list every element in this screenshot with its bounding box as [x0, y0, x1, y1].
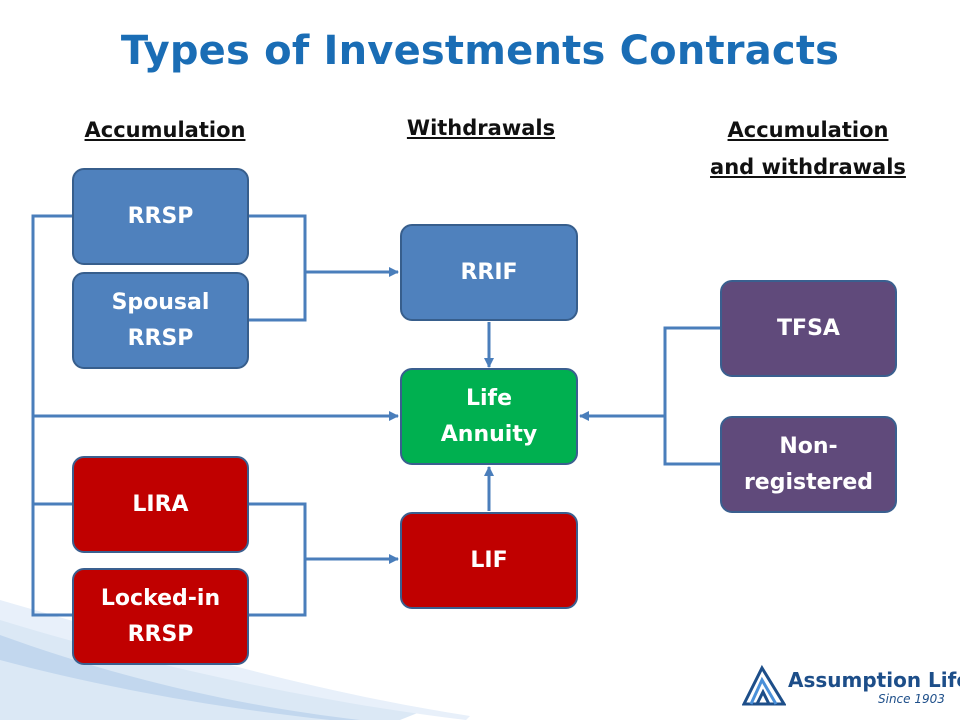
box-tfsa: TFSA	[720, 280, 897, 377]
column-heading-withdrawals: Withdrawals	[406, 116, 556, 140]
logo-mark-icon	[742, 664, 786, 706]
column-heading-accumulation: Accumulation	[84, 118, 246, 142]
box-rrif: RRIF	[400, 224, 578, 321]
connector-right-bracket	[663, 326, 720, 466]
box-non-registered: Non- registered	[720, 416, 897, 513]
box-lif: LIF	[400, 512, 578, 609]
logo-name: Assumption Life	[788, 668, 960, 692]
box-locked-in-rrsp: Locked-in RRSP	[72, 568, 249, 665]
column-heading-accumulation-and-withdrawals: Accumulation and withdrawals	[710, 118, 906, 179]
box-lira: LIRA	[72, 456, 249, 553]
page-title: Types of Investments Contracts	[120, 28, 840, 74]
connector-rrsp-bracket	[249, 214, 307, 322]
box-spousal-rrsp: Spousal RRSP	[72, 272, 249, 369]
logo-tagline: Since 1903	[878, 692, 945, 706]
box-rrsp: RRSP	[72, 168, 249, 265]
box-life-annuity: Life Annuity	[400, 368, 578, 465]
assumption-life-logo: Assumption Life Since 1903	[742, 662, 960, 712]
connector-lira-bracket	[249, 502, 307, 617]
